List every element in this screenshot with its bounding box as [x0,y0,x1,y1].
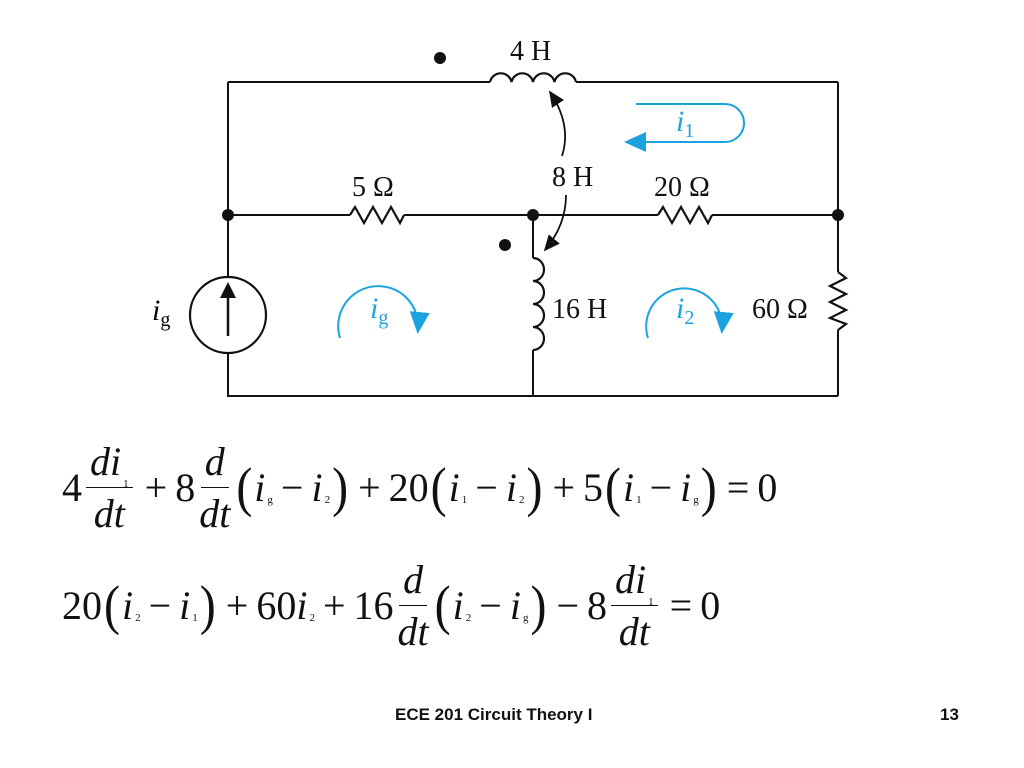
footer-course-title: ECE 201 Circuit Theory I [395,705,593,724]
label-loop-i1: i1 [676,105,694,142]
circuit-diagram: 4 H 8 H 16 H 5 Ω 20 Ω 60 Ω ig i1 ig i2 [152,36,849,397]
inductor-16h [532,256,546,352]
junction-nodes [222,209,844,221]
loop-arrow-i1 [624,103,745,152]
inductor-4h [488,72,578,83]
label-source-ig: ig [152,294,170,331]
mutual-inductance-arrow-lower [543,194,567,252]
label-60-ohm: 60 Ω [752,294,808,325]
polarity-dot-16h [499,239,511,251]
label-loop-i2: i2 [676,292,694,329]
loop-arrow-ig [337,285,430,339]
wires [227,81,839,397]
fraction-d-dt-2: d dt [397,557,429,654]
mutual-inductance-arrow [549,90,567,157]
label-8h: 8 H [552,162,593,193]
label-5-ohm: 5 Ω [352,172,394,203]
label-4h: 4 H [510,36,551,67]
polarity-dot-4h [434,52,446,64]
fraction-d-dt: d dt [199,439,231,536]
current-source [188,275,268,355]
resistor-60-ohm [827,271,849,331]
label-16h: 16 H [552,294,607,325]
resistor-20-ohm [657,204,713,226]
loop-arrow-i2 [645,287,734,339]
resistor-5-ohm [349,204,405,226]
label-20-ohm: 20 Ω [654,172,710,203]
label-loop-ig: ig [370,292,388,329]
footer-page-number: 13 [940,705,959,724]
